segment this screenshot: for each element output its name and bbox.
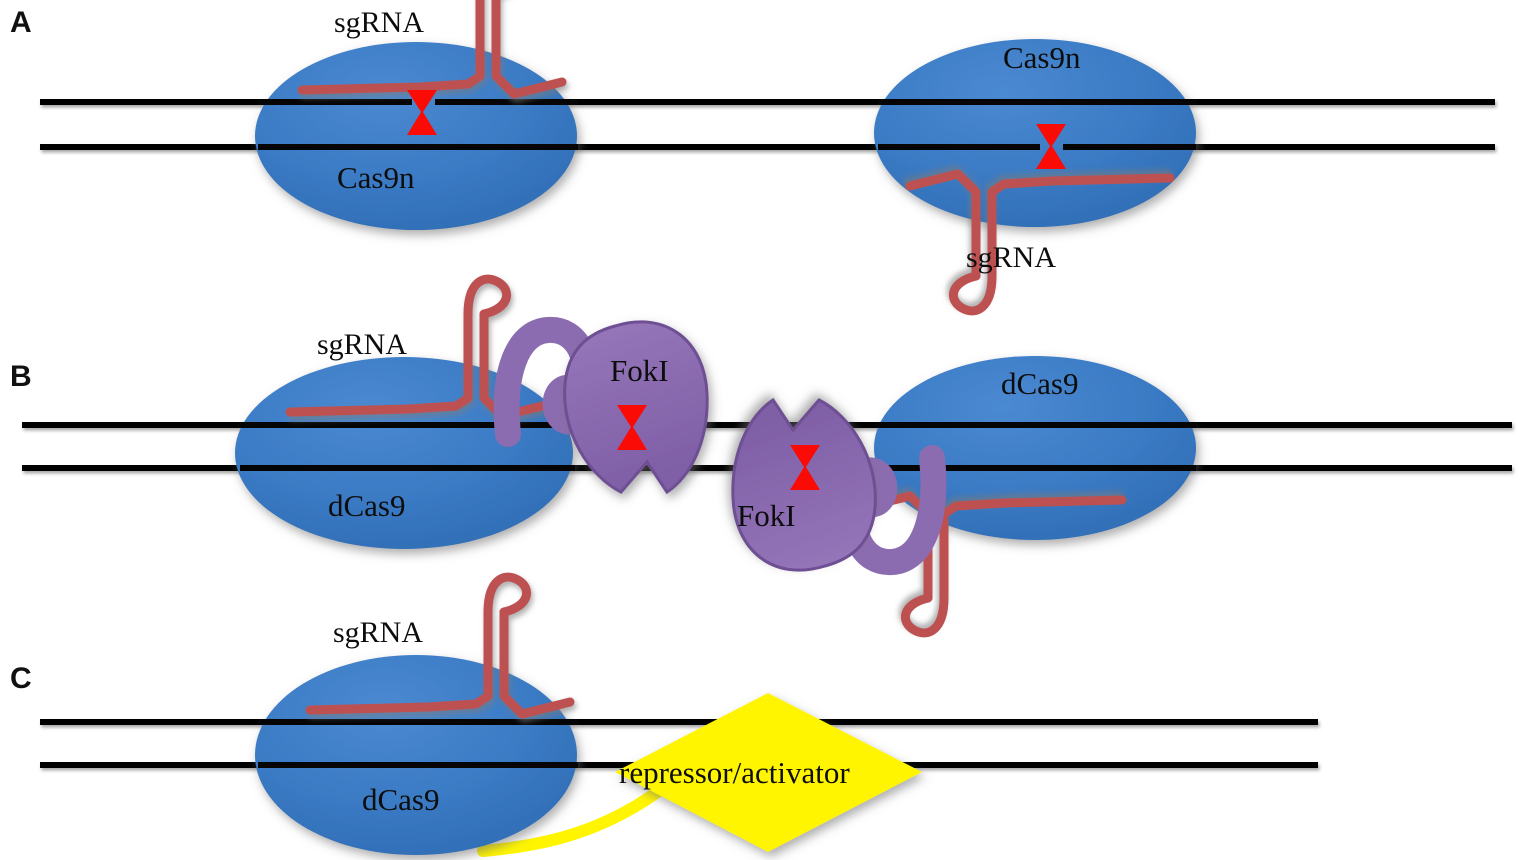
panel-letter-a: A bbox=[10, 6, 32, 39]
fokI-label-b-left: FokI bbox=[610, 353, 669, 388]
panel-letter-c: C bbox=[10, 662, 32, 695]
panel-letter-b: B bbox=[10, 360, 32, 393]
dna-over-c bbox=[258, 719, 578, 768]
dcas9-label-b-right: dCas9 bbox=[1001, 366, 1079, 401]
sgrna-label-a-left: sgRNA bbox=[334, 6, 425, 39]
dcas9-label-b-left: dCas9 bbox=[328, 488, 406, 523]
sgrna-label-c: sgRNA bbox=[333, 616, 424, 649]
cas9n-label-a-right: Cas9n bbox=[1003, 40, 1081, 75]
dna-over-right-a bbox=[878, 99, 1196, 150]
dcas9-label-c: dCas9 bbox=[362, 782, 440, 817]
cas9n-protein-left bbox=[255, 42, 577, 230]
cas9n-label-a-left: Cas9n bbox=[337, 160, 415, 195]
sgrna-label-a-right: sgRNA bbox=[966, 241, 1057, 274]
dcas9-protein-c bbox=[255, 655, 577, 855]
panel-c-graphics bbox=[40, 577, 1318, 857]
effector-tether bbox=[477, 784, 666, 857]
fokI-label-b-right: FokI bbox=[737, 498, 796, 533]
dna-over-left-a bbox=[258, 99, 578, 150]
effector-domain-diamond bbox=[615, 693, 922, 852]
panel-b-graphics bbox=[22, 279, 1512, 633]
dcas9-protein-b-right bbox=[874, 356, 1196, 540]
sgrna-label-b-left: sgRNA bbox=[317, 328, 408, 361]
panel-a-graphics bbox=[40, 0, 1495, 311]
effector-label-c: repressor/activator bbox=[619, 755, 850, 790]
